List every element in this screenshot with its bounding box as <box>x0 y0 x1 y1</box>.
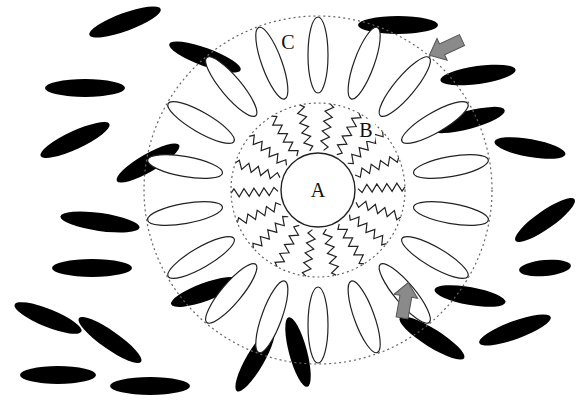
inner-shell: BA <box>230 102 406 278</box>
pointer-arrow <box>424 29 467 66</box>
region-letter: A <box>309 179 327 201</box>
particle-core: A <box>280 152 356 228</box>
region-letter: B <box>357 119 374 141</box>
outer-shell: CBA <box>143 15 493 365</box>
bulk-molecules <box>11 1 576 396</box>
region-letter: C <box>279 31 296 53</box>
surface-chains <box>231 103 405 276</box>
pointer-arrow <box>390 280 420 320</box>
attached-molecules <box>146 17 490 363</box>
